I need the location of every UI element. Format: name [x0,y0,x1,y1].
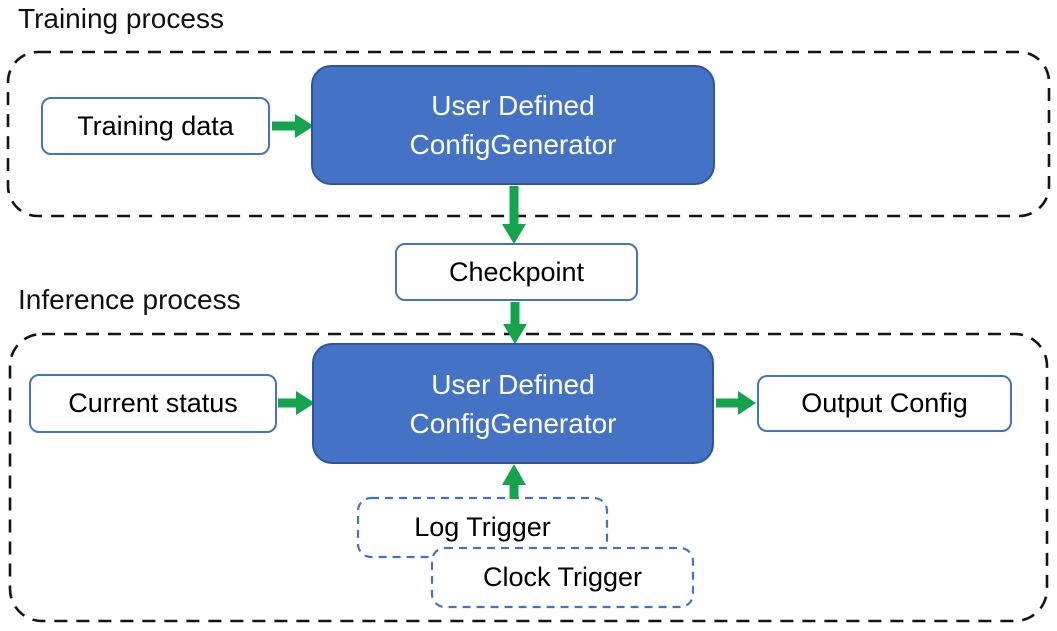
training-process-label: Training process [18,3,224,34]
arrow-current-status-to-generator [278,391,315,415]
config-generator-box-training: User Defined ConfigGenerator [311,65,715,185]
training-process-container [6,50,1051,218]
arrow-generator-to-output-config [716,391,756,415]
inference-process-label: Inference process [18,284,241,315]
arrow-checkpoint-to-generator [503,302,527,344]
training-data-box: Training data [41,97,270,155]
arrow-triggers-to-generator [502,464,526,499]
inference-process-container [8,332,1049,623]
config-generator-box-inference: User Defined ConfigGenerator [312,343,714,464]
arrow-generator-to-checkpoint [502,186,526,244]
output-config-box: Output Config [757,375,1012,432]
checkpoint-box: Checkpoint [395,243,638,301]
arrow-training-data-to-generator [272,114,314,138]
log-trigger-label: Log Trigger [414,512,551,542]
current-status-box: Current status [29,374,277,433]
clock-trigger-label: Clock Trigger [482,562,643,592]
clock-trigger-box [430,546,695,609]
